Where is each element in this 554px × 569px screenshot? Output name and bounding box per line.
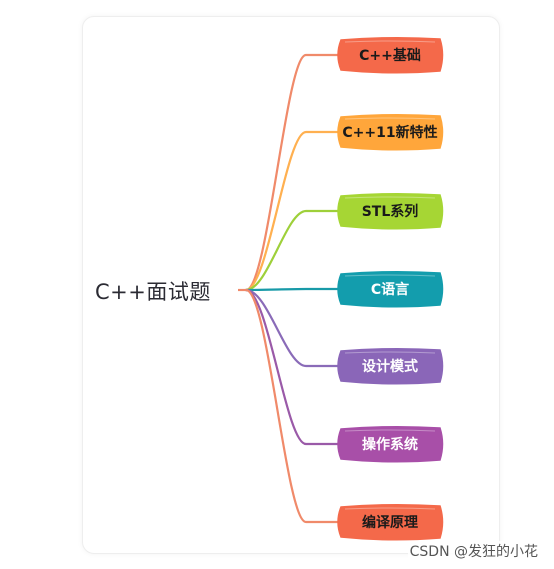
branch-node-shape — [337, 503, 444, 541]
branch-node-label: C++基础 — [359, 47, 421, 64]
branch-node-shape — [337, 425, 444, 463]
mindmap-edges — [238, 53, 341, 524]
watermark-text: CSDN @发狂的小花 — [407, 541, 540, 561]
branch-connector-3 — [244, 209, 341, 292]
branch-node-4[interactable]: C语言 — [337, 270, 444, 308]
branch-connector-2 — [244, 130, 341, 292]
branch-node-shape — [337, 113, 444, 151]
branch-node-highlight — [344, 351, 436, 354]
branch-node-shape — [337, 192, 444, 230]
branch-connector-5 — [244, 288, 341, 368]
branch-node-label: 设计模式 — [362, 358, 418, 375]
branch-connector-6 — [244, 288, 341, 446]
branch-node-label: C++11新特性 — [342, 124, 437, 141]
branch-node-shape — [337, 36, 444, 74]
branch-node-label: 操作系统 — [362, 436, 418, 453]
branch-connector-1 — [244, 53, 341, 292]
branch-node-label: STL系列 — [362, 203, 419, 220]
branch-node-shape — [337, 347, 444, 385]
branch-node-highlight — [344, 507, 436, 510]
branch-node-6[interactable]: 操作系统 — [337, 425, 444, 463]
branch-node-2[interactable]: C++11新特性 — [337, 113, 444, 151]
branch-connector-7 — [244, 288, 341, 524]
branch-node-highlight — [344, 274, 436, 277]
branch-node-highlight — [344, 429, 436, 432]
branch-node-label: C语言 — [371, 281, 409, 298]
branch-node-label: 编译原理 — [362, 514, 418, 531]
branch-node-highlight — [344, 40, 436, 43]
branch-node-shape — [337, 270, 444, 308]
branch-node-1[interactable]: C++基础 — [337, 36, 444, 74]
branch-node-7[interactable]: 编译原理 — [337, 503, 444, 541]
branch-node-highlight — [344, 117, 436, 120]
branch-node-highlight — [344, 196, 436, 199]
branch-node-3[interactable]: STL系列 — [337, 192, 444, 230]
branch-node-5[interactable]: 设计模式 — [337, 347, 444, 385]
branch-connector-4 — [244, 287, 341, 292]
root-node-label[interactable]: C++面试题 — [95, 280, 211, 304]
